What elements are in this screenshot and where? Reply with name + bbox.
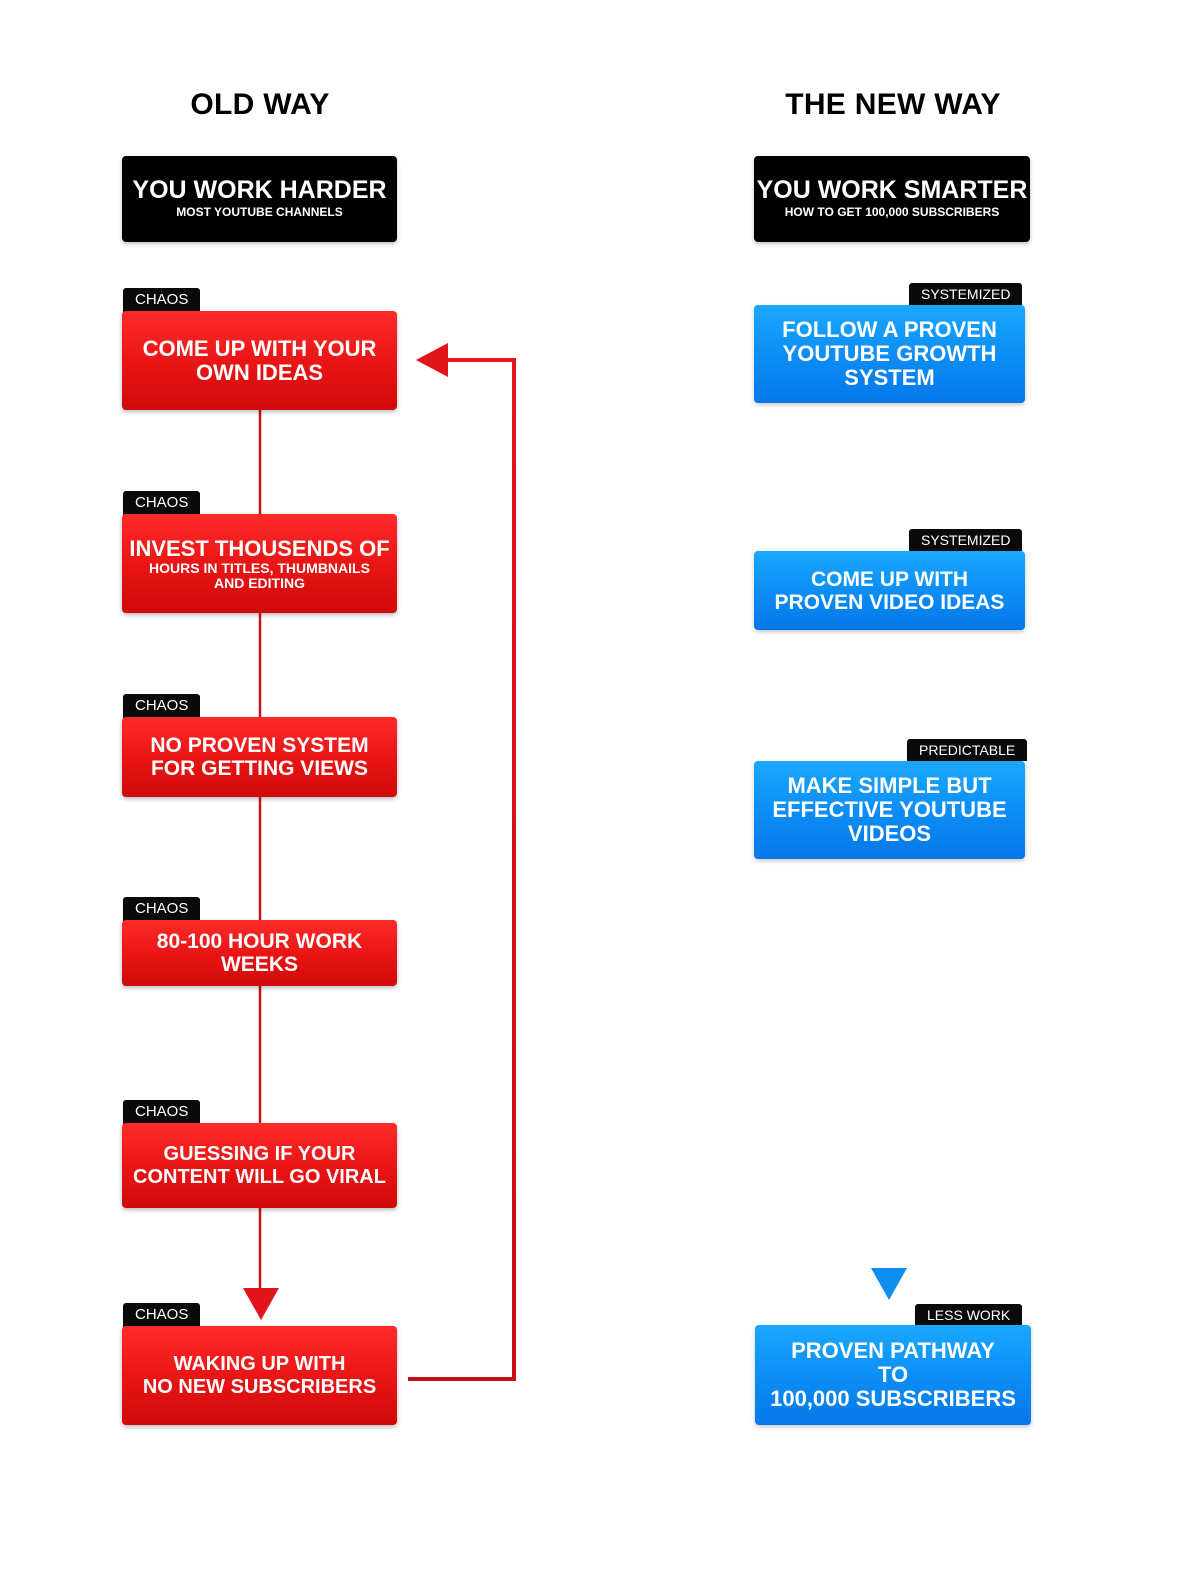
old-step-5-line-2: CONTENT WILL GO VIRAL [133, 1165, 386, 1188]
old-down-arrowhead-icon [243, 1288, 279, 1320]
old-step-1-box: COME UP WITH YOUR OWN IDEAS [122, 311, 397, 410]
new-step-2-line-1: COME UP WITH [810, 567, 969, 591]
old-step-3-box: NO PROVEN SYSTEM FOR GETTING VIEWS [122, 717, 397, 797]
old-step-2-detail-2: AND EDITING [214, 574, 305, 591]
old-step-6-box: WAKING UP WITH NO NEW SUBSCRIBERS [122, 1326, 397, 1425]
old-step-5-box: GUESSING IF YOUR CONTENT WILL GO VIRAL [122, 1123, 397, 1208]
old-step-5-line-1: GUESSING IF YOUR [163, 1142, 356, 1165]
new-step-1-tag: SYSTEMIZED [909, 283, 1023, 305]
new-header-subtitle: HOW TO GET 100,000 SUBSCRIBERS [784, 205, 1000, 219]
old-header-title: YOU WORK HARDER [132, 176, 387, 204]
new-step-1-box: FOLLOW A PROVEN YOUTUBE GROWTH SYSTEM [754, 305, 1025, 403]
new-step-4-tag: LESS WORK [915, 1304, 1023, 1326]
new-step-3-line-2: EFFECTIVE YOUTUBE [772, 797, 1007, 822]
new-step-1-line-2: YOUTUBE GROWTH [782, 341, 997, 366]
old-step-4-box: 80-100 HOUR WORK WEEKS [122, 920, 397, 986]
old-step-2-box: INVEST THOUSENDS OF HOURS IN TITLES, THU… [122, 514, 397, 613]
old-step-5-tag: CHAOS [123, 1100, 201, 1124]
old-step-1-tag: CHAOS [123, 288, 201, 312]
new-step-3-line-1: MAKE SIMPLE BUT [787, 773, 992, 798]
new-way-heading: THE NEW WAY [785, 88, 1001, 121]
old-step-6-line-1: WAKING UP WITH [173, 1352, 346, 1375]
old-step-3-tag: CHAOS [123, 694, 201, 718]
new-down-arrowhead-icon [871, 1268, 907, 1300]
new-step-1-line-3: SYSTEM [844, 365, 935, 390]
old-header-subtitle: MOST YOUTUBE CHANNELS [176, 205, 343, 219]
old-step-1-line-2: OWN IDEAS [195, 359, 324, 385]
old-step-4-line-1: 80-100 HOUR WORK [156, 930, 363, 953]
new-step-3-box: MAKE SIMPLE BUT EFFECTIVE YOUTUBE VIDEOS [754, 761, 1025, 859]
old-step-4-tag: CHAOS [123, 897, 201, 921]
old-step-1-line-1: COME UP WITH YOUR [142, 335, 377, 361]
new-step-4-line-1: PROVEN PATHWAY [791, 1338, 995, 1363]
new-step-2-tag: SYSTEMIZED [909, 529, 1023, 551]
new-step-4-box: PROVEN PATHWAY TO 100,000 SUBSCRIBERS [755, 1325, 1031, 1425]
new-step-3-line-3: VIDEOS [847, 821, 932, 846]
old-step-6-tag: CHAOS [123, 1303, 201, 1327]
new-header-title: YOU WORK SMARTER [756, 176, 1028, 204]
old-step-2-tag: CHAOS [123, 491, 201, 515]
old-way-header-box: YOU WORK HARDER MOST YOUTUBE CHANNELS [122, 156, 397, 242]
old-way-heading: OLD WAY [190, 88, 330, 121]
old-loop-arrowhead-icon [416, 343, 448, 377]
new-step-2-line-2: PROVEN VIDEO IDEAS [774, 590, 1005, 614]
old-loop-back-arrow [408, 358, 516, 1381]
old-step-3-line-1: NO PROVEN SYSTEM [150, 734, 369, 757]
old-step-4-line-2: WEEKS [220, 953, 298, 976]
old-step-3-line-2: FOR GETTING VIEWS [150, 757, 368, 780]
old-step-6-line-2: NO NEW SUBSCRIBERS [142, 1375, 377, 1398]
new-step-3-tag: PREDICTABLE [907, 739, 1028, 761]
new-step-2-box: COME UP WITH PROVEN VIDEO IDEAS [754, 551, 1025, 630]
old-step-2-title: INVEST THOUSENDS OF [129, 535, 390, 561]
new-step-1-line-1: FOLLOW A PROVEN [782, 317, 997, 342]
new-step-4-line-3: 100,000 SUBSCRIBERS [770, 1386, 1016, 1411]
new-step-4-line-2: TO [877, 1362, 909, 1387]
new-way-header-box: YOU WORK SMARTER HOW TO GET 100,000 SUBS… [754, 156, 1030, 242]
old-step-2-detail-1: HOURS IN TITLES, THUMBNAILS [149, 559, 370, 576]
